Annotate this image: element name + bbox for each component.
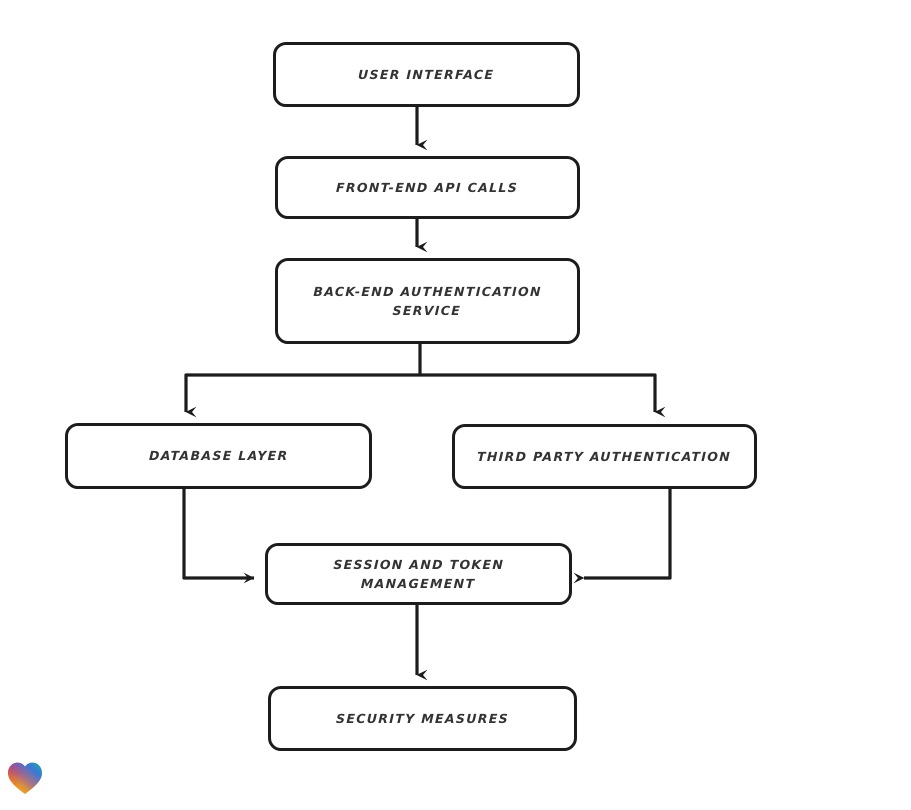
node-back-end-auth-service[interactable]: Back-End Authentication Service: [275, 258, 580, 344]
node-third-party-auth-label: Third Party Authentication: [477, 448, 732, 464]
node-database-layer-label: Database Layer: [148, 448, 289, 464]
node-front-end-api-calls[interactable]: Front-End API Calls: [275, 156, 580, 219]
edge-thirdparty-to-session: [573, 488, 672, 584]
node-security-measures[interactable]: Security Measures: [268, 686, 577, 751]
node-database-layer[interactable]: Database Layer: [65, 423, 372, 489]
node-third-party-auth[interactable]: Third Party Authentication: [452, 424, 757, 489]
node-session-token-mgmt-label: Session and Token Management: [333, 556, 505, 591]
node-security-measures-label: Security Measures: [335, 710, 510, 726]
node-front-end-api-calls-label: Front-End API Calls: [336, 179, 519, 195]
node-user-interface[interactable]: User Interface: [273, 42, 580, 107]
node-user-interface-label: User Interface: [358, 66, 495, 82]
edge-backend-to-database: [184, 373, 420, 418]
edge-backend-to-thirdparty: [420, 373, 666, 418]
edge-database-to-session: [182, 488, 255, 584]
heart-icon: [8, 762, 42, 794]
node-back-end-auth-service-label: Back-End Authentication Service: [313, 283, 543, 318]
node-session-token-mgmt[interactable]: Session and Token Management: [265, 543, 572, 605]
